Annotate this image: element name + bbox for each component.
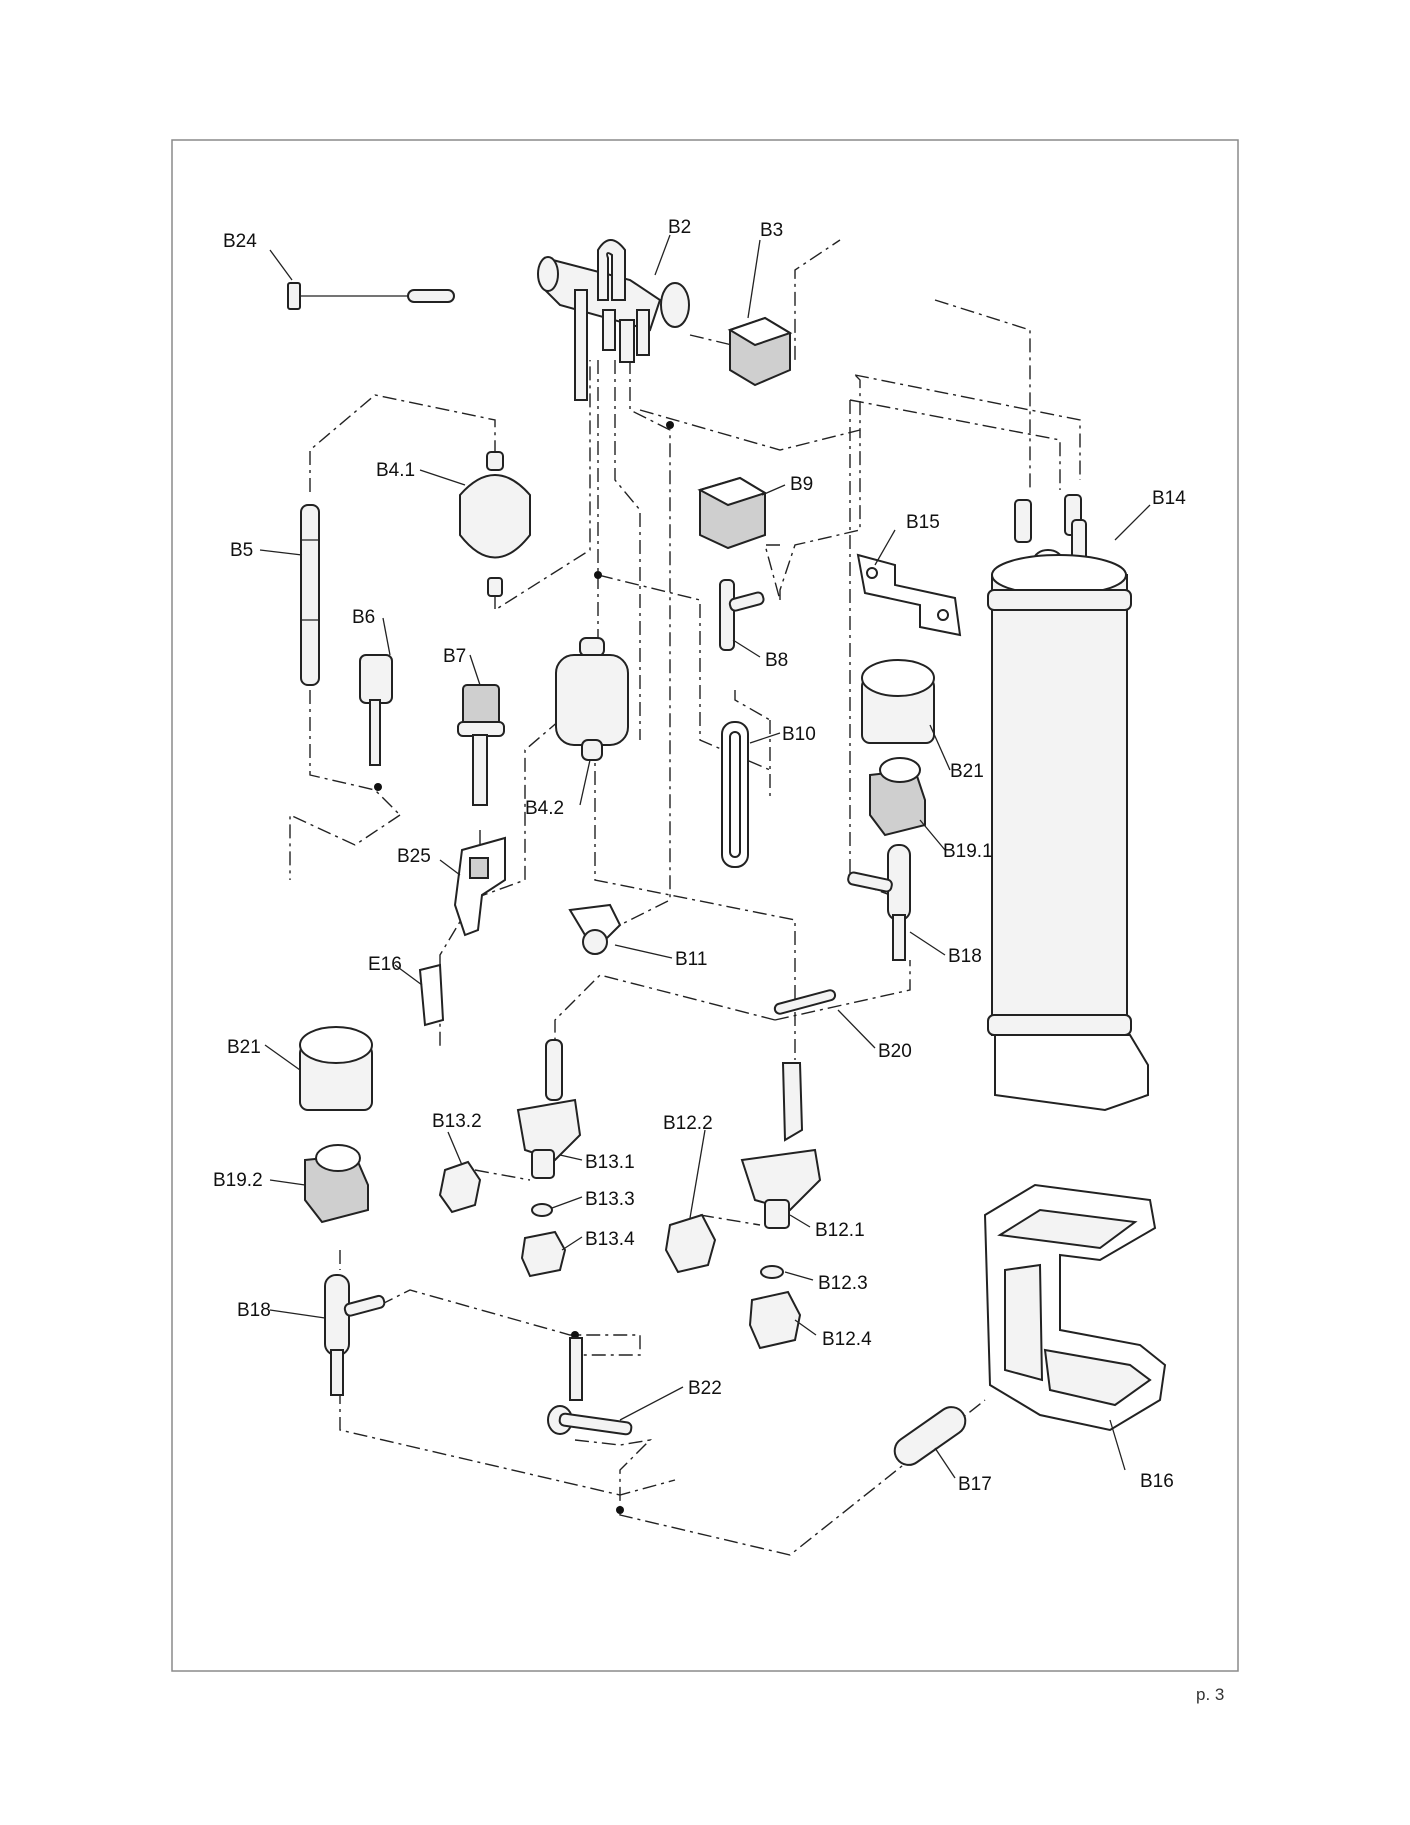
label-b21-top: B21 <box>950 761 984 782</box>
label-b11: B11 <box>675 949 707 970</box>
part-b3-coil <box>727 316 793 387</box>
part-b5-strainer <box>300 504 320 686</box>
label-b17: B17 <box>958 1474 992 1495</box>
part-b19-1-coil <box>869 757 926 837</box>
label-b13-1: B13.1 <box>585 1152 635 1173</box>
part-b10-capillary <box>721 721 749 868</box>
connection-lines <box>289 239 1081 1556</box>
label-b5: B5 <box>230 540 253 561</box>
label-b4-2: B4.2 <box>525 798 564 819</box>
label-b19-2: B19.2 <box>213 1170 263 1191</box>
label-b9: B9 <box>790 474 813 495</box>
part-b25-bracket <box>453 836 506 937</box>
part-b7-pressure-switch <box>457 684 505 806</box>
part-b13-2-nut <box>438 1160 482 1214</box>
page-number: p. 3 <box>1196 1685 1224 1704</box>
junction-nodes <box>374 421 674 1514</box>
part-b11-clamp <box>568 903 622 955</box>
part-b20-rod <box>773 989 837 1015</box>
part-b17-filter <box>893 1406 967 1466</box>
label-e16: E16 <box>368 954 402 975</box>
part-b2-four-way-valve <box>537 239 690 401</box>
part-b12-4-flare-nut <box>748 1290 802 1350</box>
label-b12-4: B12.4 <box>822 1329 872 1350</box>
part-b19-2-coil <box>304 1144 369 1224</box>
label-b13-3: B13.3 <box>585 1189 635 1210</box>
part-b9-coil <box>697 476 768 550</box>
leader-lines <box>259 234 1151 1479</box>
part-b21-cap-top <box>861 659 935 744</box>
label-b22: B22 <box>688 1378 722 1399</box>
label-b10: B10 <box>782 724 816 745</box>
part-b18-tee-top <box>847 844 911 961</box>
label-b2: B2 <box>668 217 691 238</box>
part-b4-2-muffler <box>555 637 629 761</box>
part-b12-2-nut <box>664 1213 717 1274</box>
label-b7: B7 <box>443 646 466 667</box>
label-b18-top: B18 <box>948 946 982 967</box>
label-b13-2: B13.2 <box>432 1111 482 1132</box>
label-b12-1: B12.1 <box>815 1220 865 1241</box>
label-b3: B3 <box>760 220 783 241</box>
label-b13-4: B13.4 <box>585 1229 635 1250</box>
label-b16: B16 <box>1140 1471 1174 1492</box>
part-b16-base <box>983 1183 1167 1432</box>
label-b21-bottom: B21 <box>227 1037 261 1058</box>
part-b12-3-washer <box>760 1265 784 1279</box>
diagram-frame <box>171 139 1239 1672</box>
label-b20: B20 <box>878 1041 912 1062</box>
label-b18-bottom: B18 <box>237 1300 271 1321</box>
part-b18-tee-bottom <box>324 1274 386 1396</box>
part-b13-4-flare-nut <box>520 1230 567 1278</box>
label-b12-2: B12.2 <box>663 1113 713 1134</box>
part-b24-sensor <box>287 282 455 310</box>
part-b8-tee <box>719 579 765 651</box>
part-b6-sensor <box>359 654 393 766</box>
label-b14: B14 <box>1152 488 1186 509</box>
part-b14-receiver <box>987 494 1149 1112</box>
part-b13-3-washer <box>531 1203 553 1217</box>
label-b25: B25 <box>397 846 431 867</box>
part-b21-cap-bottom <box>299 1026 373 1111</box>
part-b13-1-valve <box>516 1039 582 1179</box>
label-b4-1: B4.1 <box>376 460 415 481</box>
label-b12-3: B12.3 <box>818 1273 868 1294</box>
label-b15: B15 <box>906 512 940 533</box>
part-labels: B24 B2 B3 B4.1 B9 B14 B5 B15 B6 B7 B8 B1… <box>213 217 1186 1495</box>
part-b12-1-valve <box>740 1062 822 1229</box>
label-b6: B6 <box>352 607 375 628</box>
part-b4-1-muffler <box>459 451 531 597</box>
part-b15-bracket <box>856 553 962 637</box>
part-b22-tee <box>547 1337 633 1436</box>
label-b24: B24 <box>223 231 257 252</box>
part-e16-clip <box>418 963 445 1027</box>
label-b8: B8 <box>765 650 788 671</box>
label-b19-1: B19.1 <box>943 841 993 862</box>
